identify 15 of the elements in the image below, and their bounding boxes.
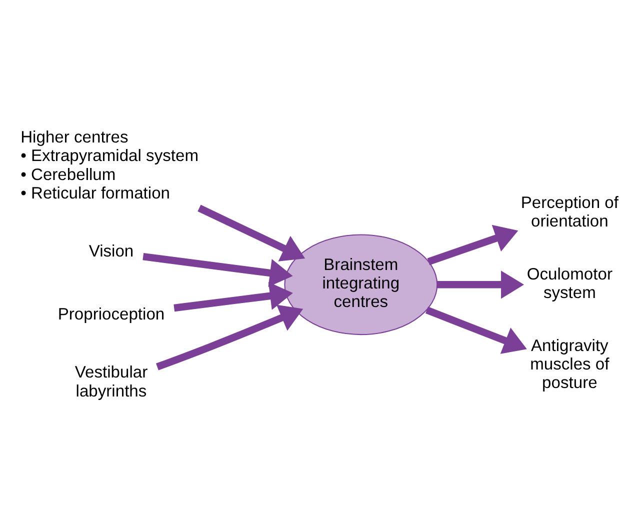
node-text: Proprioception	[58, 304, 165, 324]
arrow	[142, 252, 293, 286]
arrow	[425, 306, 527, 354]
node-text: Antigravity muscles of posture	[530, 335, 610, 392]
arrow	[427, 224, 518, 265]
arrow	[437, 270, 524, 298]
node-text: Higher centres • Extrapyramidal system • Cerebellum • Reticular formation	[20, 127, 199, 202]
node-text: Perception of orientation	[520, 192, 618, 230]
node-text: Oculomotor system	[526, 264, 612, 302]
node-text: Vision	[88, 240, 134, 260]
arrow	[198, 204, 306, 261]
arrow	[156, 304, 304, 370]
node-ellipse: Brainstem integrating centres	[284, 234, 438, 335]
arrow	[174, 281, 293, 312]
node-text: Vestibular labyrinths	[74, 362, 148, 400]
